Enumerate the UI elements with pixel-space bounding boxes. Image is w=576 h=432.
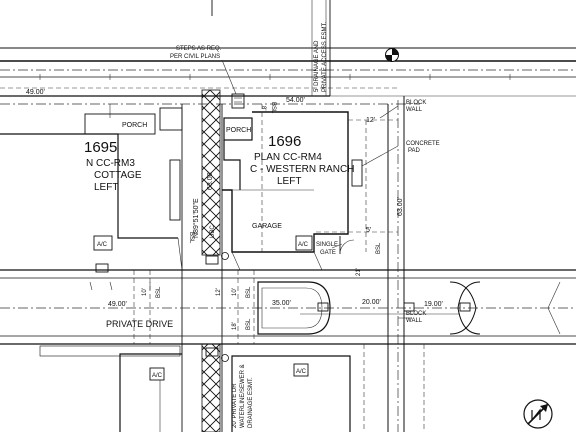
ac-label-1695: A/C [97,242,108,248]
private-drive-label: PRIVATE DRIVE [106,319,173,329]
single-gate-line2: GATE [320,250,336,256]
porch-label-1695: PORCH [122,122,147,129]
dim-10-drive: 10' [232,288,238,296]
porch-label-1696: PORCH [226,127,251,134]
easement-lines-top [211,0,331,96]
svg-text:BSL: BSL [376,242,382,254]
drainage-esmt-bottom: 20' PRIVATE DR WATERLINE/SEWER & DRAINAG… [232,364,254,428]
dim-drive-right: 19.00' [424,301,443,308]
dim-21: 21' [356,268,362,276]
survey-monument-icon [385,48,399,62]
ac-unit-1696 [295,235,313,251]
orientation-label-1695: LEFT [94,182,118,193]
svg-text:21': 21' [356,268,362,276]
elevation-label-1695: COTTAGE [94,170,142,181]
ac-label-bottom-right: A/C [296,369,307,375]
lot-1695-house: A/C [0,107,183,273]
private-drive [0,269,576,345]
svg-text:63.00': 63.00' [397,197,404,216]
svg-text:10': 10' [232,288,238,296]
dim-12-top: 12' [366,117,375,124]
bsl-drive-upper: BSL [246,286,252,298]
dim-8-top: 8' [260,106,266,110]
bsl-top: BSL [270,102,276,114]
drainage-esmt-top: 5' DRAINAGE AND PRIVATE ACCESS ESMT. [314,22,328,92]
ac-unit-1695 [93,235,113,251]
svg-text:DRAINAGE ESMT.: DRAINAGE ESMT. [248,377,254,428]
north-arrow-icon [523,399,553,429]
dim-bearing: N89°51'50"E [192,198,200,238]
block-wall-top-line1: BLOCK [406,100,426,106]
drive-island [89,281,561,335]
bottom-lots: A/C A/C [39,344,425,432]
orientation-label-1696: LEFT [277,176,301,187]
svg-text:5' DRAINAGE AND: 5' DRAINAGE AND [314,40,320,92]
garage-label-1696: GARAGE [252,223,282,230]
concrete-pad [351,159,363,187]
drive-walk-hatch [201,343,221,432]
dim-top-left: 49.00' [26,89,45,96]
single-gate [339,236,355,255]
ubc-label: UBC [210,225,216,238]
dim-top-right: 54.00' [286,97,305,104]
svg-text:UBC: UBC [210,225,216,238]
plan-label-1696: PLAN CC-RM4 [254,152,322,163]
lot-number-1696: 1696 [268,133,301,150]
driveway-fan [177,237,323,271]
svg-text:N89°51'50"E: N89°51'50"E [192,198,200,238]
svg-text:12': 12' [216,288,222,296]
porch-1696 [223,117,253,141]
svg-text:20' PRIVATE DR: 20' PRIVATE DR [232,383,238,428]
concrete-pad-line1: CONCRETE [406,141,440,147]
concrete-pad-line2: PAD [408,148,421,154]
svg-text:WATERLINE/SEWER &: WATERLINE/SEWER & [240,364,246,428]
street-lines [0,47,576,105]
dim-12-drive: 12' [216,288,222,296]
lot-number-1695: 1695 [84,139,117,156]
steps-callout-line1: STEPS AS REQ. [176,46,222,52]
svg-text:18': 18' [232,322,238,330]
dim-drive-center: 35.00' [272,300,291,307]
lot-lines [109,96,405,432]
plan-label-1695: N CC-RM3 [86,158,135,169]
bsl-left-drive: BSL [156,286,162,298]
elevation-label-1696: C - WESTERN RANCH [250,164,354,175]
svg-text:BSL: BSL [188,232,194,244]
bsl-drive-lower: BSL [246,318,252,330]
block-wall-bottom-line2: WALL [406,318,423,324]
svg-text:10': 10' [142,288,148,296]
svg-text:PRIVATE ACCESS ESMT.: PRIVATE ACCESS ESMT. [322,22,328,92]
dim-5-right: 5' [366,227,371,234]
lot-1696-house: A/C [222,93,363,253]
block-wall-bottom-line1: BLOCK [406,311,426,317]
bsl-left-lot: BSL [188,232,194,244]
dim-drive-left: 49.00' [108,301,127,308]
street-ticks [39,74,511,80]
svg-text:BSL: BSL [246,286,252,298]
svg-text:BSL: BSL [246,318,252,330]
steps-callout-line2: PER CIVIL PLANS [170,54,220,60]
dim-18-drive: 18' [232,322,238,330]
entry-steps [231,93,245,109]
dim-right-depth: 63.00' [397,197,404,216]
bsl-right: BSL [376,242,382,254]
svg-text:63.00': 63.00' [207,171,214,190]
block-wall-top-line2: WALL [406,107,423,113]
svg-text:8': 8' [260,106,266,110]
side-walk-hatch [201,89,221,256]
single-gate-line1: SINGLE [316,242,338,248]
dim-drive-cl: 20.00' [362,299,381,306]
ac-label-1696: A/C [298,242,309,248]
svg-text:BSL: BSL [270,102,276,114]
utility-boxes [205,252,471,362]
ac-label-bottom-left: A/C [152,373,163,379]
dim-10-left-drive: 10' [142,288,148,296]
leader-lines [221,59,412,319]
dim-bearing-distance: 63.00' [207,171,214,190]
svg-text:BSL: BSL [156,286,162,298]
